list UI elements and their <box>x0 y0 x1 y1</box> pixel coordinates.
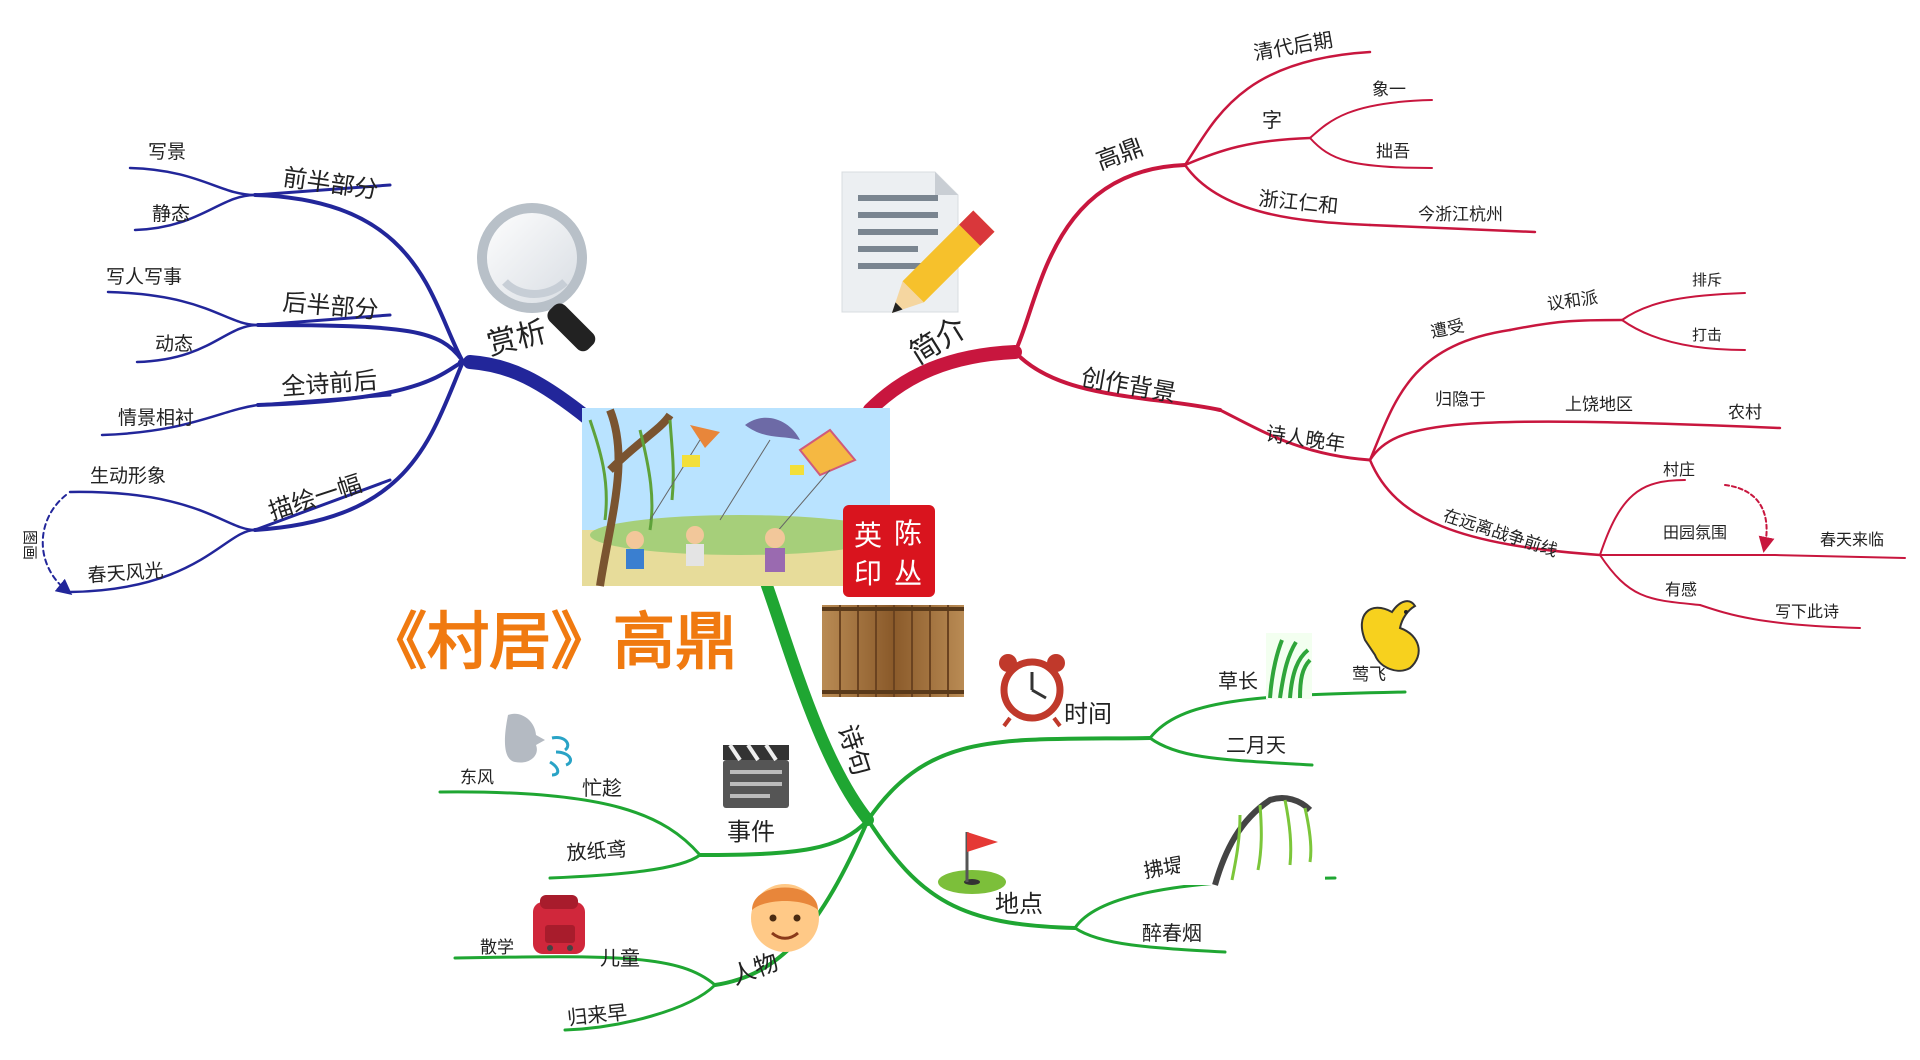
seal-stamp: 英 陈 印 丛 <box>843 505 935 597</box>
magnifier-icon <box>477 203 596 352</box>
label-eryue: 二月天 <box>1226 733 1286 757</box>
label-shijian: 时间 <box>1064 700 1112 728</box>
label-yuanli: 在远离战争前线 <box>1440 506 1559 562</box>
label-zui: 醉春烟 <box>1142 921 1202 945</box>
label-didian: 地点 <box>995 890 1043 918</box>
label-fang: 放纸鸢 <box>566 837 628 865</box>
boy-face-icon <box>751 884 819 952</box>
wind-face-icon <box>504 713 572 777</box>
label-jingtai: 静态 <box>152 203 190 225</box>
label-mangchen: 忙趁 <box>582 776 622 800</box>
label-daji: 打击 <box>1692 326 1722 344</box>
label-yihe: 议和派 <box>1546 288 1599 315</box>
label-yougan: 有感 <box>1665 580 1697 599</box>
label-miaohui: 描绘一幅 <box>265 469 365 525</box>
link-cunzhuang <box>1724 484 1775 553</box>
label-wannian: 诗人晚年 <box>1264 421 1347 456</box>
center-kite-picture <box>582 408 890 587</box>
labels-jianjie: 简介 高鼎 清代后期 字 象一 拙吾 浙江仁和 今浙江杭州 创作背景 诗人晚年 … <box>904 27 1884 621</box>
label-qingjing: 情景相衬 <box>118 407 194 429</box>
seal-char-2: 陈 <box>894 517 922 550</box>
label-cunzhuang: 村庄 <box>1663 460 1695 479</box>
bamboo-scroll-icon <box>822 605 964 697</box>
label-shengdong: 生动形象 <box>90 465 166 487</box>
label-tuhua: 图画 <box>21 530 39 560</box>
bird-icon <box>1360 600 1420 672</box>
label-caozhang: 草长 <box>1218 669 1258 693</box>
golf-flag-icon <box>938 832 1006 894</box>
label-zi: 字 <box>1262 108 1282 132</box>
label-yingfei: 莺飞 <box>1352 665 1386 685</box>
label-chuntian: 春天风光 <box>87 560 164 587</box>
label-fudi: 拂堤 <box>1142 852 1186 883</box>
label-shangxi: 赏析 <box>483 314 550 362</box>
label-paichi: 排斥 <box>1692 271 1722 289</box>
label-renwu: 人物 <box>727 948 782 991</box>
page-title: 《村居》高鼎 <box>365 605 737 678</box>
label-xieren: 写人写事 <box>106 266 182 288</box>
label-tianyuan: 田园氛围 <box>1663 523 1727 542</box>
clapperboard-icon <box>723 743 789 808</box>
label-zaoshou: 遭受 <box>1429 316 1466 343</box>
label-beijing: 创作背景 <box>1079 363 1178 407</box>
trunk-jianjie <box>863 345 1022 417</box>
label-houban: 后半部分 <box>281 288 379 324</box>
backpack-icon <box>533 895 585 954</box>
label-nongcun: 农村 <box>1728 403 1762 423</box>
seal-char-3: 印 <box>854 557 882 590</box>
seal-char-1: 英 <box>854 519 882 552</box>
label-gui: 归来早 <box>566 1000 628 1030</box>
trunk-shangxi <box>463 355 597 427</box>
label-sanxue: 散学 <box>480 938 514 958</box>
label-ertong: 儿童 <box>600 946 640 970</box>
label-shijian2: 事件 <box>727 818 775 846</box>
label-hangzhou: 今浙江杭州 <box>1418 205 1503 225</box>
label-shangrao: 上饶地区 <box>1565 395 1633 415</box>
document-pencil-icon <box>841 171 995 314</box>
label-dongtai: 动态 <box>155 333 193 355</box>
label-zhuowu: 拙吾 <box>1376 142 1410 162</box>
label-quanshi: 全诗前后 <box>280 366 378 401</box>
trunk-shiju <box>759 574 874 826</box>
label-chuntian-lailin: 春天来临 <box>1820 530 1884 549</box>
seal-char-4: 丛 <box>894 557 922 590</box>
branch-shiju <box>438 574 1407 1032</box>
willow-tree-icon <box>1180 780 1325 886</box>
branch-shangxi <box>41 166 597 596</box>
label-gaoding: 高鼎 <box>1092 133 1147 176</box>
label-xiexia: 写下此诗 <box>1775 602 1839 621</box>
label-xiejing: 写景 <box>148 141 186 163</box>
link-tuhua <box>41 494 73 596</box>
grass-icon <box>1266 633 1312 699</box>
branch-jianjie <box>863 50 1906 629</box>
label-xiangyi: 象一 <box>1372 80 1406 100</box>
label-dongfeng: 东风 <box>460 768 494 788</box>
label-guiyin: 归隐于 <box>1435 390 1486 410</box>
alarm-clock-icon <box>999 654 1065 728</box>
